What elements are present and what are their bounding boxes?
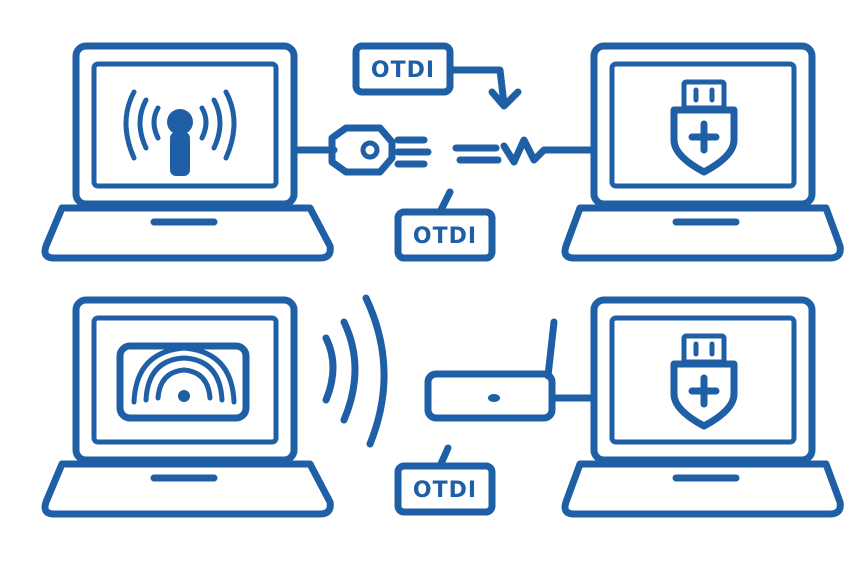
tag-top: OTDI: [352, 42, 522, 110]
plug-connector-icon: [328, 124, 432, 176]
laptop-top-right: [561, 42, 844, 262]
laptop-bottom-right: [561, 296, 844, 518]
usb-drive-icon: [670, 333, 738, 430]
laptop-top-left: [41, 42, 334, 262]
broadcast-tower-icon: [123, 89, 237, 176]
tag-bottom-label: OTDI: [413, 478, 477, 503]
wireless-signal-icon: [116, 342, 250, 422]
wireless-waves: [322, 294, 388, 448]
cable-connection: [290, 124, 598, 176]
tag-middle-label: OTDI: [413, 224, 477, 249]
usb-drive-icon: [670, 79, 738, 176]
tag-middle: OTDI: [394, 188, 496, 262]
laptop-bottom-left: [41, 296, 334, 518]
wireless-router-icon: [424, 318, 598, 422]
tag-top-label: OTDI: [371, 58, 435, 83]
tag-bottom: OTDI: [394, 444, 496, 516]
